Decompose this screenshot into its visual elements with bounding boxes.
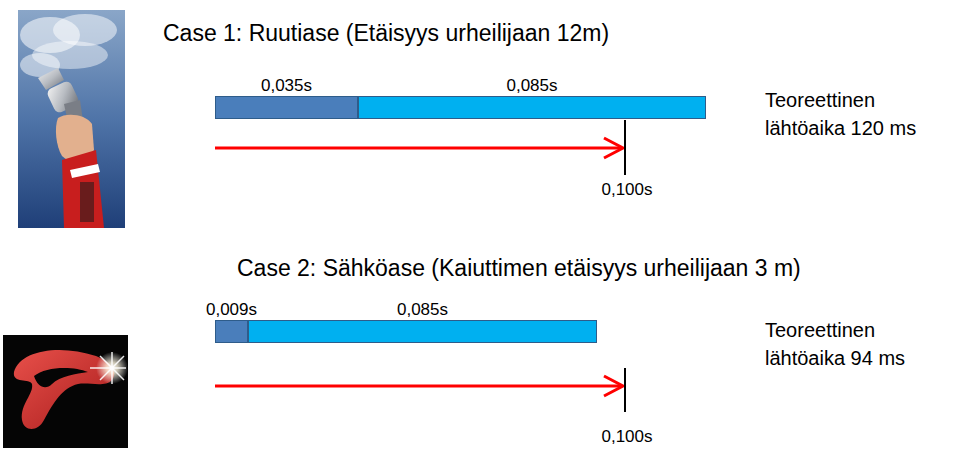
starter-pistol-photo <box>18 10 125 228</box>
time-tick <box>624 120 626 175</box>
bar-fill <box>215 320 248 343</box>
duration-value: 0,009s <box>215 299 248 320</box>
duration-value: 0,035s <box>215 75 358 96</box>
arrow-head <box>604 376 623 396</box>
bar-fill <box>215 96 358 119</box>
case-heading: Case 1: Ruutiase (Etäisyys urheilijaan 1… <box>163 20 609 46</box>
case-heading: Case 2: Sähköase (Kaiuttimen etäisyys ur… <box>237 255 801 281</box>
duration-value: 0,085s <box>248 299 597 320</box>
start-time-note: Teoreettinen lähtöaika 94 ms <box>765 316 950 372</box>
time-value: 0,100s <box>601 427 652 446</box>
start-time-note: Teoreettinen lähtöaika 120 ms <box>765 89 916 139</box>
time-tick <box>624 368 626 412</box>
bar-segment: 0,085s <box>358 75 706 119</box>
time-value: 0,100s <box>601 426 652 447</box>
time-value: 0,100s <box>601 180 652 199</box>
sleeve-stripe <box>70 164 100 178</box>
bar-fill <box>248 320 597 343</box>
sleeve <box>62 150 104 228</box>
start-time-note: Teoreettinen lähtöaika 94 ms <box>765 319 905 369</box>
bar-fill <box>358 96 706 119</box>
time-value: 0,100s <box>601 179 652 200</box>
photo-background <box>3 335 128 448</box>
flash-rays <box>90 352 126 384</box>
sleeve-shadow <box>80 182 94 222</box>
bar-segment: 0,009s <box>215 299 248 343</box>
gun-opening <box>34 368 88 387</box>
smoke <box>53 14 117 46</box>
bar-segment: 0,085s <box>248 299 597 343</box>
arrow-shaft <box>215 147 622 150</box>
timeline-arrow <box>215 368 625 412</box>
arrow-head <box>604 138 623 158</box>
duration-value: 0,085s <box>358 75 706 96</box>
start-time-note: Teoreettinen lähtöaika 120 ms <box>765 86 950 142</box>
case-heading: Case 1: Ruutiase (Etäisyys urheilijaan 1… <box>163 19 609 47</box>
bar-segment: 0,035s <box>215 75 358 119</box>
case-heading: Case 2: Sähköase (Kaiuttimen etäisyys ur… <box>237 254 801 282</box>
timeline-arrow <box>215 120 625 175</box>
photo-sky <box>18 10 125 228</box>
arrow-shaft <box>215 385 622 388</box>
electric-starter-photo <box>3 335 128 448</box>
